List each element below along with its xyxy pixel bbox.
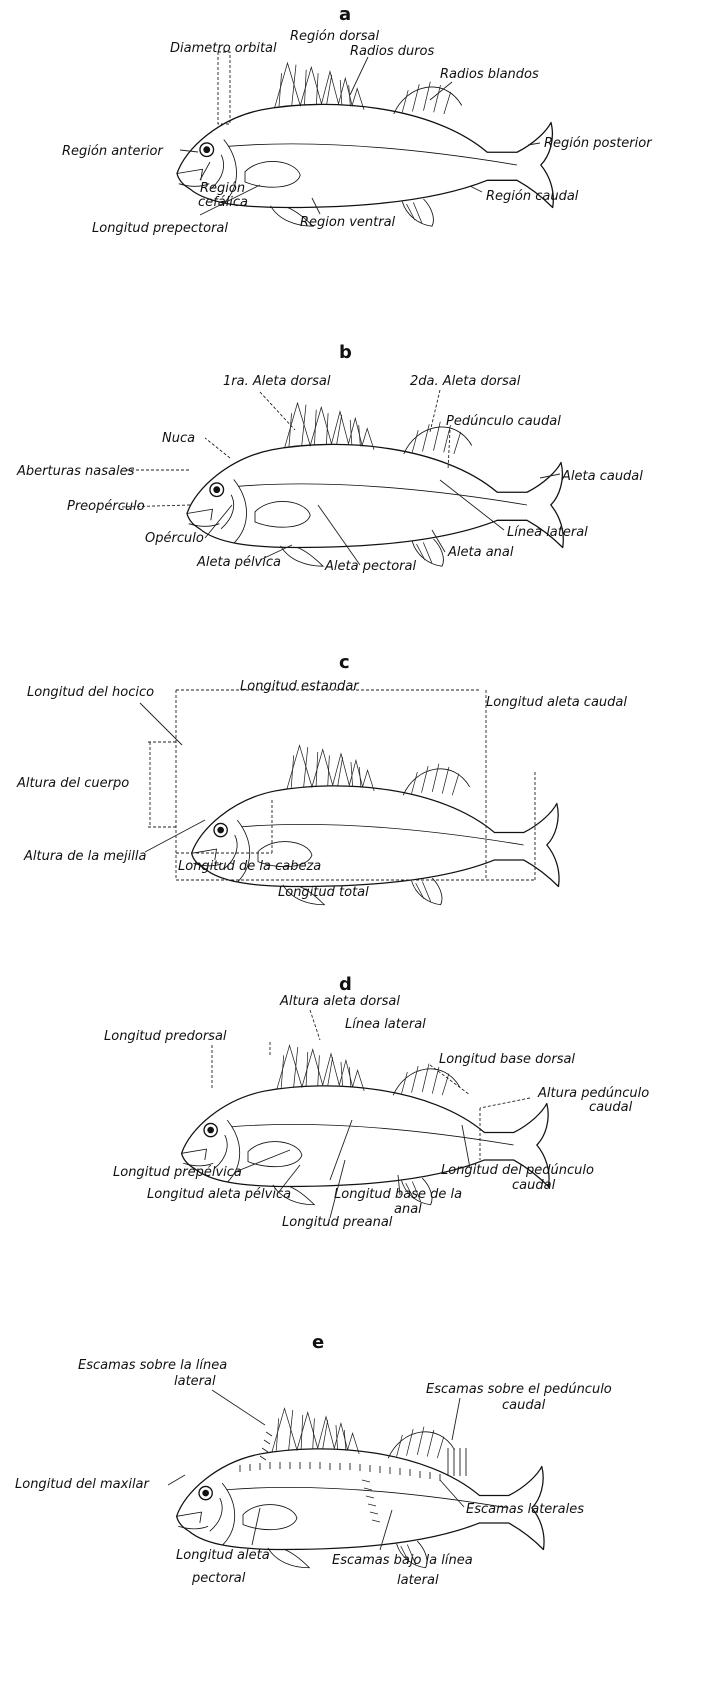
label-aberturas-nasales: Aberturas nasales [16, 464, 135, 479]
label-aleta-pectoral: Aleta pectoral [324, 559, 416, 574]
label-region-dorsal: Región dorsal [290, 29, 380, 44]
label-anal: anal [394, 1202, 422, 1217]
panel-letter: e [312, 1332, 324, 1353]
panel-letter: d [339, 974, 352, 995]
label-longitud-del-maxilar: Longitud del maxilar [15, 1477, 151, 1492]
label-region-anterior: Región anterior [62, 144, 164, 159]
label-linea-lateral: Línea lateral [345, 1017, 426, 1032]
label-longitud-preanal: Longitud preanal [282, 1215, 393, 1230]
panel-letter: a [339, 4, 351, 25]
label-aleta-anal: Aleta anal [447, 545, 514, 560]
label-region-posterior: Región posterior [544, 136, 653, 151]
panel-letter: b [339, 342, 352, 363]
label-longitud-predorsal: Longitud predorsal [104, 1029, 227, 1044]
label-escamas-sobre-la-linea: Escamas sobre la línea [78, 1358, 227, 1373]
label-escamas-laterales: Escamas laterales [466, 1502, 584, 1517]
label-longitud-estandar: Longitud estandar [240, 679, 360, 694]
label-lateral-2: lateral [397, 1573, 439, 1588]
label-longitud-de-la-cabeza: Longitud de la cabeza [178, 859, 321, 874]
label-longitud-aleta-caudal: Longitud aleta caudal [486, 695, 627, 710]
label-cefalica: cefálica [198, 195, 248, 210]
label-caudal: caudal [589, 1100, 633, 1115]
label-longitud-del-hocico: Longitud del hocico [27, 685, 154, 700]
label-region-ventral: Region ventral [300, 215, 396, 230]
label-escamas-sobre-el-pedunculo: Escamas sobre el pedúnculo [426, 1382, 612, 1397]
label-aleta-caudal: Aleta caudal [561, 469, 643, 484]
label-2da-aleta-dorsal: 2da. Aleta dorsal [410, 374, 521, 389]
label-radios-duros: Radios duros [350, 44, 435, 59]
label-longitud-aleta: Longitud aleta [176, 1548, 270, 1563]
label-altura-del-cuerpo: Altura del cuerpo [16, 776, 129, 791]
label-escamas-bajo-la-linea: Escamas bajo la línea [332, 1553, 473, 1568]
label-pedunculo-caudal: Pedúnculo caudal [446, 414, 561, 429]
label-operculo: Opérculo [145, 531, 204, 546]
label-linea-lateral: Línea lateral [507, 525, 588, 540]
panel-letter: c [339, 652, 350, 673]
label-altura-de-la-mejilla: Altura de la mejilla [23, 849, 146, 864]
label-diametro-orbital: Diametro orbital [170, 41, 277, 56]
orbital-diameter-marker [218, 52, 230, 124]
label-radios-blandos: Radios blandos [440, 67, 539, 82]
label-pectoral: pectoral [191, 1571, 246, 1586]
label-1ra-aleta-dorsal: 1ra. Aleta dorsal [223, 374, 331, 389]
fish-drawing [192, 745, 559, 904]
label-longitud-base-dorsal: Longitud base dorsal [439, 1052, 575, 1067]
fish-drawing [182, 1045, 549, 1204]
label-lateral: lateral [174, 1374, 216, 1389]
label-region: Región [200, 181, 245, 196]
label-longitud-prepectoral: Longitud prepectoral [92, 221, 228, 236]
label-longitud-aleta-pelvica: Longitud aleta pélvica [147, 1187, 291, 1202]
label-longitud-base-de-la: Longitud base de la [334, 1187, 462, 1202]
label-longitud-total: Longitud total [278, 885, 369, 900]
label-altura-aleta-dorsal: Altura aleta dorsal [279, 994, 400, 1009]
label-longitud-prepelvica: Longitud prepélvica [113, 1165, 242, 1180]
label-caudal: caudal [502, 1398, 546, 1413]
label-aleta-pelvica: Aleta pélvica [196, 555, 281, 570]
label-region-caudal: Región caudal [486, 189, 579, 204]
fish-drawing [177, 1408, 544, 1567]
label-longitud-del-pedunculo: Longitud del pedúnculo [441, 1163, 594, 1178]
label-caudal-2: caudal [512, 1178, 556, 1193]
label-altura-pedunculo: Altura pedúnculo [537, 1086, 649, 1101]
label-nuca: Nuca [162, 431, 195, 446]
